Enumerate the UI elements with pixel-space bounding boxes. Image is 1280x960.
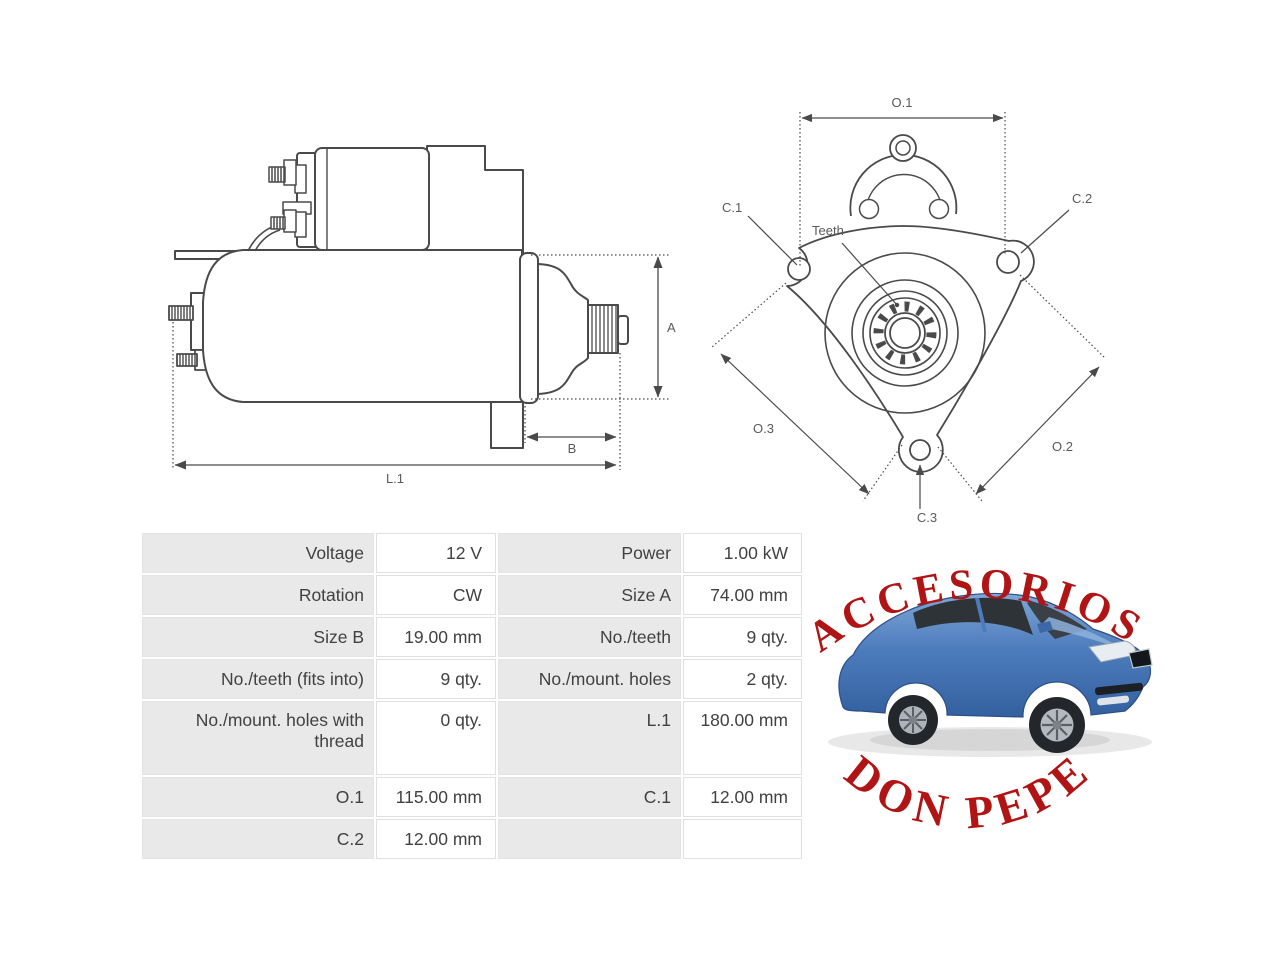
table-row: Size B 19.00 mm No./teeth 9 qty. <box>142 617 802 657</box>
solenoid <box>314 147 430 251</box>
mounting-flange <box>786 225 1035 473</box>
pinion-teeth-front <box>873 301 937 365</box>
pinion-gear <box>587 304 629 354</box>
mount-hole-c2 <box>996 250 1020 274</box>
front-view-diagram: O.1 C.1 C.2 Teeth O.3 O.2 C.3 <box>711 95 1106 525</box>
teeth-label: Teeth <box>812 223 844 238</box>
drive-bell-housing <box>537 263 589 395</box>
mount-hole-c1 <box>787 257 811 281</box>
arch-right-hole <box>928 198 950 220</box>
spec-value: 19.00 mm <box>376 617 496 657</box>
table-row: No./mount. holes with thread 0 qty. L.1 … <box>142 701 802 775</box>
spec-label: No./teeth <box>498 617 681 657</box>
spec-value: 1.00 kW <box>683 533 802 573</box>
dim-label-o1: O.1 <box>892 95 913 110</box>
table-row: C.2 12.00 mm <box>142 819 802 859</box>
car-mirror <box>1037 621 1053 633</box>
spec-value: 9 qty. <box>376 659 496 699</box>
spec-value: 12.00 mm <box>376 819 496 859</box>
spec-label: Power <box>498 533 681 573</box>
dim-label-a: A <box>667 320 676 335</box>
dimension-lines <box>172 254 670 470</box>
spec-label: L.1 <box>498 701 681 775</box>
spec-label: Size B <box>142 617 374 657</box>
table-row: O.1 115.00 mm C.1 12.00 mm <box>142 777 802 817</box>
spec-value: 12.00 mm <box>683 777 802 817</box>
spec-label: No./mount. holes <box>498 659 681 699</box>
dim-label-l1: L.1 <box>386 471 404 486</box>
dimension-lines <box>711 112 1106 509</box>
spec-value: 180.00 mm <box>683 701 802 775</box>
car-fog-light <box>1097 695 1130 706</box>
terminal-bolt-upper <box>268 159 307 194</box>
side-view-diagram: A B L.1 <box>168 145 676 486</box>
spec-value: 0 qty. <box>376 701 496 775</box>
car-image <box>828 592 1153 757</box>
car-front-wheel <box>1029 697 1085 753</box>
spec-label: C.2 <box>142 819 374 859</box>
mount-hole-c3 <box>909 439 931 461</box>
car-rear-wheel <box>888 695 938 745</box>
spec-value <box>683 819 802 859</box>
brand-logo: ACCESORIOS DON PEPE <box>799 560 1153 839</box>
specs-table: Voltage 12 V Power 1.00 kW Rotation CW S… <box>140 531 804 861</box>
spec-label: O.1 <box>142 777 374 817</box>
dim-label-b: B <box>568 441 577 456</box>
dim-label-o3: O.3 <box>753 421 774 436</box>
table-row: Voltage 12 V Power 1.00 kW <box>142 533 802 573</box>
arch-top-hole <box>889 134 917 162</box>
spec-label: Voltage <box>142 533 374 573</box>
drive-flange <box>519 252 539 404</box>
spec-value: 74.00 mm <box>683 575 802 615</box>
table-row: Rotation CW Size A 74.00 mm <box>142 575 802 615</box>
spec-value: 9 qty. <box>683 617 802 657</box>
spec-label: Size A <box>498 575 681 615</box>
car-lower-intake <box>1095 682 1143 696</box>
spec-value: 115.00 mm <box>376 777 496 817</box>
spec-label: C.1 <box>498 777 681 817</box>
arch-left-hole <box>858 198 880 220</box>
spec-value: CW <box>376 575 496 615</box>
spec-label <box>498 819 681 859</box>
spec-label: No./teeth (fits into) <box>142 659 374 699</box>
brand-arc-bottom: DON PEPE <box>836 743 1101 839</box>
dim-label-c1: C.1 <box>722 200 742 215</box>
dim-label-o2: O.2 <box>1052 439 1073 454</box>
dim-label-c2: C.2 <box>1072 191 1092 206</box>
car-side-windows <box>913 597 1033 635</box>
motor-housing <box>202 249 523 403</box>
terminal-bolt-lower <box>270 209 307 238</box>
spec-value: 2 qty. <box>683 659 802 699</box>
spec-label: No./mount. holes with thread <box>142 701 374 775</box>
spec-label: Rotation <box>142 575 374 615</box>
spec-value: 12 V <box>376 533 496 573</box>
table-row: No./teeth (fits into) 9 qty. No./mount. … <box>142 659 802 699</box>
dim-label-c3: C.3 <box>917 510 937 525</box>
car-grille <box>1128 648 1153 669</box>
